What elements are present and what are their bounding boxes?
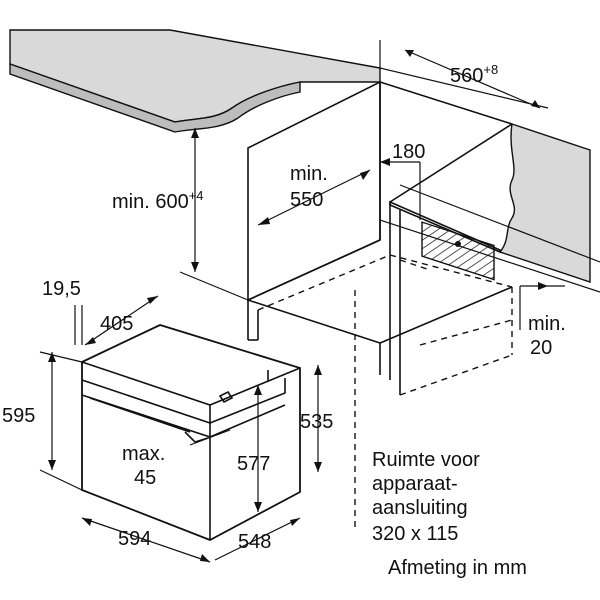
cabinet-shelf: [247, 239, 513, 375]
dim-600-label: min. 600+4: [112, 188, 204, 213]
oven: [81, 324, 301, 541]
niche-dashed-outline: [257, 254, 513, 530]
countertop: [9, 29, 381, 133]
connection-space-line2: apparaat-: [372, 473, 458, 495]
dim-548-label: 548: [238, 531, 271, 553]
dim-min20-line1: min.: [528, 313, 566, 335]
dim-180-label: 180: [392, 141, 425, 163]
dim-535-label: 535: [300, 411, 333, 433]
dimension-lines: [39, 40, 565, 563]
unit-note: Afmeting in mm: [388, 557, 527, 579]
dimension-labels: 560+8 min. 600+4 min. 550 180 min. 20 19…: [2, 62, 566, 553]
dim-405-label: 405: [100, 313, 133, 335]
connection-area-hatch: [421, 221, 495, 281]
dim-min550-line1: min.: [290, 163, 328, 185]
dim-min20-line2: 20: [530, 337, 552, 359]
connection-point: [455, 241, 461, 247]
dim-19-5-label: 19,5: [42, 278, 81, 300]
dim-594-label: 594: [118, 528, 151, 550]
dim-max45-line1: max.: [122, 443, 165, 465]
connection-space-line4: 320 x 115: [372, 523, 458, 545]
right-wall-counter: [379, 123, 600, 293]
dim-560-label: 560+8: [450, 62, 498, 87]
dim-595-label: 595: [2, 405, 35, 427]
connection-space-line3: aansluiting: [372, 497, 468, 519]
connection-space-line1: Ruimte voor: [372, 449, 480, 471]
dim-min550-line2: 550: [290, 189, 323, 211]
notes: Ruimte voor apparaat- aansluiting 320 x …: [372, 449, 527, 579]
dim-577-label: 577: [237, 453, 270, 475]
dim-max45-line2: 45: [134, 467, 156, 489]
